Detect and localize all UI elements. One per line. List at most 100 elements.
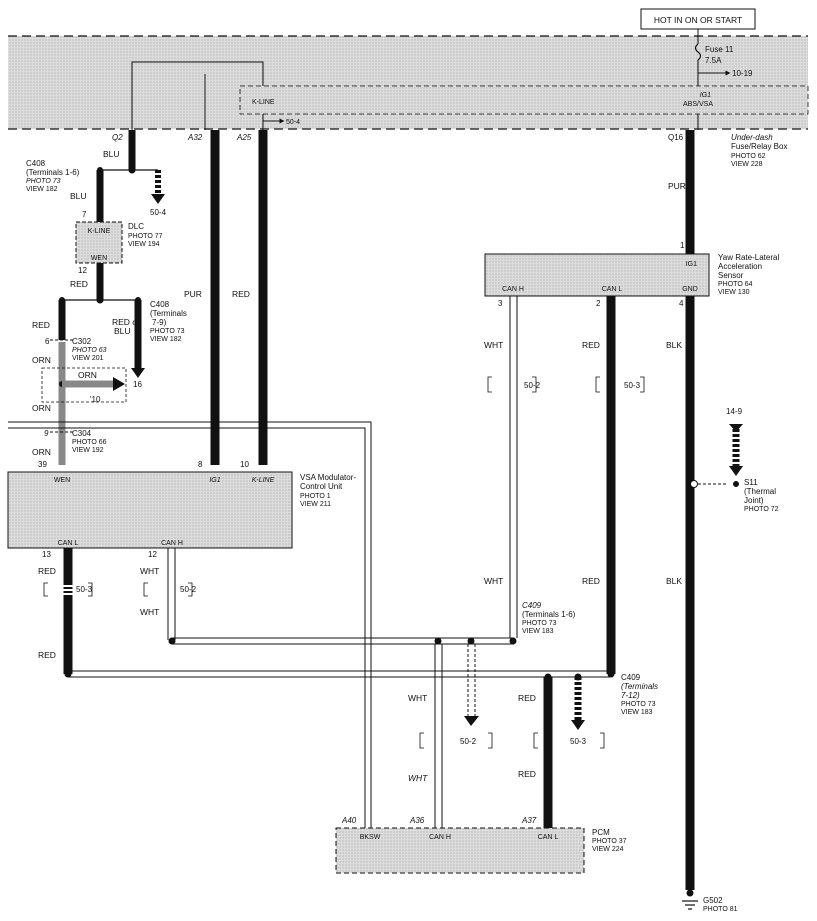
fuse-box-photo: PHOTO 62	[731, 153, 766, 160]
wire-label-red-yaw: RED	[582, 340, 600, 350]
c408b-terminals2: 7-9)	[152, 318, 167, 327]
wire-label-red-left: RED	[32, 320, 50, 330]
c409b-view: VIEW 183	[621, 709, 653, 716]
vsa-photo: PHOTO 1	[300, 493, 331, 500]
ref-50-3-pcm: 50-3	[570, 737, 587, 746]
yaw-photo: PHOTO 64	[718, 281, 753, 288]
fuse-rating: 7.5A	[705, 56, 722, 65]
ref-16: 16	[133, 380, 142, 389]
dlc-photo: PHOTO 77	[128, 233, 163, 240]
vsa-pin8: 8	[198, 460, 203, 469]
wire-label-wht-pcm: WHT	[408, 693, 427, 703]
c408a-view: VIEW 182	[26, 186, 58, 193]
pin-q2: Q2	[112, 133, 123, 142]
fuse-icon	[694, 43, 702, 61]
blu-wire-q2: BLU BLU 50-4 C408 (Terminals 1-6) PHOTO …	[26, 130, 167, 222]
wire-label-red-kline: RED	[232, 289, 250, 299]
vsa-pin13: 13	[42, 550, 51, 559]
s11-sub2: Joint)	[744, 496, 764, 505]
yaw-canl: CAN L	[602, 286, 623, 293]
pin-a25: A25	[236, 133, 252, 142]
yaw-gnd-wire: BLK BLK 14-9 S11 (Thermal Joint) PHOTO 7…	[666, 296, 779, 913]
vsa-pin10: 10	[240, 460, 249, 469]
pcm-can-h-wire: 50-2 WHT WHT	[408, 644, 493, 828]
pcm-can-l-wire: 50-3 RED RED	[518, 673, 605, 828]
wire-label-wht-yaw: WHT	[484, 340, 503, 350]
yaw-gnd: GND	[682, 286, 698, 293]
wire-label-blk-yaw: BLK	[666, 340, 682, 350]
vsa-view: VIEW 211	[300, 501, 331, 508]
vsa-can-h-wire: 50-2 WHT WHT	[140, 548, 517, 645]
c409b-name: C409	[621, 673, 641, 682]
c408b-terminals1: (Terminals	[150, 309, 187, 318]
pcm-bksw: BKSW	[360, 834, 381, 841]
yaw-name3: Sensor	[718, 271, 744, 280]
pcm-pin-a36: A36	[409, 816, 425, 825]
fuse-box-name: Under-dash	[731, 133, 773, 142]
dlc-pin-top: 7	[82, 210, 87, 219]
ground-name: G502	[703, 896, 723, 905]
c409a-terminals: (Terminals 1-6)	[522, 610, 576, 619]
pin-a32: A32	[187, 133, 203, 142]
c302-orn-mid: ORN	[78, 370, 97, 380]
c408b-wire2: BLU	[114, 326, 131, 336]
c304-pin39: 39	[38, 460, 47, 469]
dlc-name: DLC	[128, 222, 144, 231]
ground-photo: PHOTO 81	[703, 906, 738, 913]
vsa-can-l-wire: 50-3 RED RED	[38, 548, 610, 678]
vsa-pin12: 12	[148, 550, 157, 559]
ig1-kline-wires: PUR RED 8 10	[184, 130, 268, 469]
ref-50-3-yaw: 50-3	[624, 381, 641, 390]
wire-label-wht-canh-vsa2: WHT	[140, 607, 159, 617]
dlc-view: VIEW 194	[128, 241, 160, 248]
s11-sub1: (Thermal	[744, 487, 776, 496]
bksw-wire	[8, 421, 372, 828]
c408b-name: C408	[150, 300, 170, 309]
pin-q16: Q16	[668, 133, 684, 142]
pcm-pin-a37: A37	[521, 816, 537, 825]
wire-label-red-pcm2: RED	[518, 769, 536, 779]
wire-label-orn-3: ORN	[32, 447, 51, 457]
ref-10: '10	[90, 395, 101, 404]
pcm-canh: CAN H	[429, 834, 451, 841]
c409b-terminals2: 7-12)	[621, 691, 640, 700]
pcm-view: VIEW 224	[592, 846, 624, 853]
wire-label-red-dlc: RED	[70, 279, 88, 289]
yaw-name1: Yaw Rate-Lateral	[718, 253, 779, 262]
wire-label-blu-lower: BLU	[70, 191, 87, 201]
abs-vsa-label: ABS/VSA	[683, 101, 713, 108]
fuse-box-view: VIEW 228	[731, 161, 763, 168]
wire-label-wht-canh-vsa: WHT	[140, 566, 159, 576]
c304-name: C304	[72, 429, 92, 438]
yaw-rate-sensor: IG1 CAN H CAN L GND Yaw Rate-Lateral Acc…	[484, 241, 779, 308]
c408b-wire1: RED or	[112, 317, 140, 327]
pcm-canl: CAN L	[538, 834, 559, 841]
c302-view: VIEW 201	[72, 355, 104, 362]
c409b-photo: PHOTO 73	[621, 701, 656, 708]
wire-label-red-canl-vsa: RED	[38, 566, 56, 576]
vsa-canh: CAN H	[161, 540, 183, 547]
yaw-pin4: 4	[679, 299, 684, 308]
c408a-photo: PHOTO 73	[26, 178, 61, 185]
pcm-pin-a40: A40	[341, 816, 357, 825]
c304-view: VIEW 192	[72, 447, 104, 454]
vsa-ig1: IG1	[209, 477, 220, 484]
c409a-view: VIEW 183	[522, 628, 554, 635]
c408a-name: C408	[26, 159, 46, 168]
yaw-pin3: 3	[498, 299, 503, 308]
yaw-can-l-wire: 50-3 RED RED C409 (Terminals 7-12) PHOTO…	[582, 296, 658, 716]
wire-label-blk-yaw2: BLK	[666, 576, 682, 586]
left-wire-to-vsa: RED 6 C302 PHOTO 63 VIEW 201 ORN ORN 16 …	[32, 300, 142, 469]
wire-label-blu-top: BLU	[103, 149, 120, 159]
c409a-photo: PHOTO 73	[522, 620, 557, 627]
pcm-unit: BKSW CAN H CAN L PCM PHOTO 37 VIEW 224 A…	[335, 816, 627, 874]
wire-label-wht-pcm2: WHT	[408, 773, 428, 783]
c302-name: C302	[72, 337, 92, 346]
ref-50-2-pcm: 50-2	[460, 737, 477, 746]
wire-label-pur-yaw: PUR	[668, 181, 686, 191]
dlc-pin-bottom: 12	[78, 266, 87, 275]
fuse-relay-box: K-LINE IG1 ABS/VSA Fuse 11 7.5A 10-19 50…	[8, 29, 809, 168]
hot-label-box: HOT IN ON OR START	[640, 8, 756, 30]
c409b-terminals1: (Terminals	[621, 682, 658, 691]
wire-label-orn-2: ORN	[32, 403, 51, 413]
